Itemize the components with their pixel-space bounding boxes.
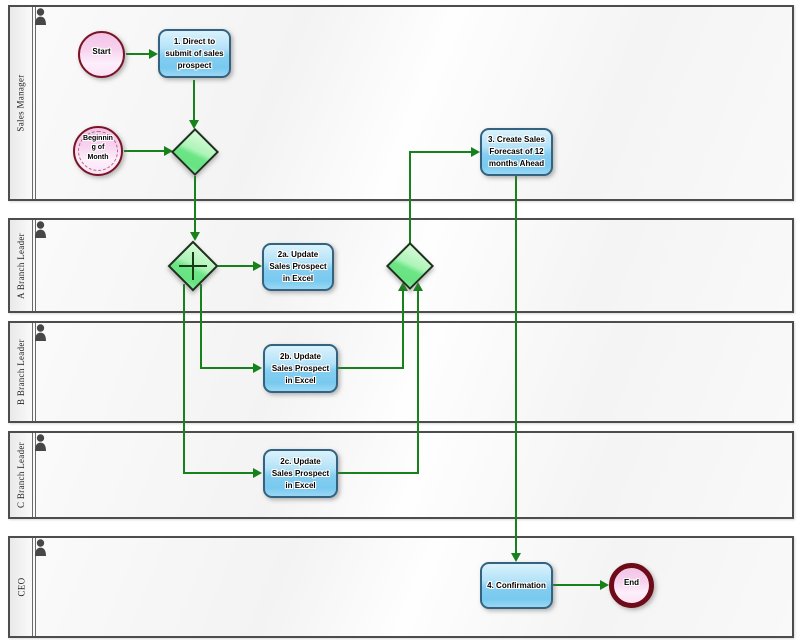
task-label: 2b. Update Sales Prospect in Excel (271, 351, 330, 385)
arrowhead (253, 468, 262, 478)
person-icon (35, 221, 46, 238)
arrowhead (190, 232, 200, 241)
task-label: 4. Confirmation (487, 580, 546, 590)
lane-label-ceo: CEO (10, 538, 33, 636)
task-2a-update-sales-prospect[interactable]: 2a. Update Sales Prospect in Excel (262, 243, 334, 291)
start-event-label: Start (92, 46, 111, 56)
task-4-confirmation[interactable]: 4. Confirmation (480, 562, 553, 609)
lane-label-c-branch-leader: C Branch Leader (10, 433, 33, 517)
flow-task2b-to-merge (337, 367, 404, 369)
arrowhead (413, 282, 423, 291)
lane-ceo: CEO (8, 536, 794, 638)
person-icon (35, 324, 46, 341)
arrowhead (164, 146, 173, 156)
timer-event-label: Beginnin g of Month (83, 134, 113, 161)
arrowhead (600, 580, 609, 590)
flow-parallel-to-task2b (200, 284, 202, 369)
lane-label-sales-manager: Sales Manager (10, 7, 33, 199)
lane-divider (35, 220, 36, 311)
flow-parallel-to-task2b (200, 367, 254, 369)
flow-task2c-to-merge (337, 472, 419, 474)
flow-timer-to-gateway1 (124, 150, 165, 152)
flow-task3-to-task4 (515, 176, 517, 554)
task-label: 2c. Update Sales Prospect in Excel (271, 456, 330, 490)
lane-divider (35, 538, 36, 636)
person-icon (35, 434, 46, 451)
timer-event-beginning-of-month[interactable]: Beginnin g of Month (73, 126, 123, 176)
task-2c-update-sales-prospect[interactable]: 2c. Update Sales Prospect in Excel (263, 449, 338, 498)
lane-sales-manager: Sales Manager (8, 5, 794, 201)
flow-merge-to-task3 (409, 151, 472, 153)
person-icon (35, 539, 46, 556)
lane-a-branch-leader: A Branch Leader (8, 218, 794, 313)
task-2b-update-sales-prospect[interactable]: 2b. Update Sales Prospect in Excel (263, 344, 338, 393)
task-3-create-sales-forecast[interactable]: 3. Create Sales Forecast of 12 months Ah… (480, 128, 553, 176)
plus-icon (192, 252, 194, 280)
task-label: 1. Direct to submit of sales prospect (165, 36, 224, 70)
flow-task1-to-gateway1 (193, 80, 195, 121)
lane-label-b-branch-leader: B Branch Leader (10, 323, 33, 421)
person-icon (35, 8, 46, 25)
arrowhead (253, 363, 262, 373)
start-event[interactable]: Start (78, 31, 125, 78)
task-label: 3. Create Sales Forecast of 12 months Ah… (488, 135, 545, 168)
lane-divider (35, 323, 36, 421)
arrowhead (189, 120, 199, 129)
end-event-label: End (623, 577, 640, 587)
lane-divider (35, 433, 36, 517)
lane-b-branch-leader: B Branch Leader (8, 321, 794, 423)
arrowhead (511, 553, 521, 562)
task-label: 2a. Update Sales Prospect in Excel (269, 250, 327, 283)
arrowhead (253, 261, 262, 271)
flow-start-to-task1 (126, 53, 150, 55)
flow-task2c-to-merge (417, 290, 419, 474)
flow-parallel-to-task2c (183, 284, 185, 474)
lane-label-a-branch-leader: A Branch Leader (10, 220, 33, 311)
lane-divider (35, 7, 36, 199)
flow-merge-to-task3 (409, 152, 411, 244)
flow-task4-to-end (553, 584, 601, 586)
flow-parallel-to-task2c (183, 472, 254, 474)
task-1-direct-to-submit[interactable]: 1. Direct to submit of sales prospect (158, 29, 231, 78)
arrowhead (398, 282, 408, 291)
flow-task2b-to-merge (402, 290, 404, 369)
arrowhead (149, 49, 158, 59)
end-event[interactable]: End (609, 563, 654, 608)
flow-parallel-to-task2a (218, 265, 254, 267)
flow-gateway1-to-parallel (194, 176, 196, 233)
timer-icon (78, 131, 118, 171)
lane-c-branch-leader: C Branch Leader (8, 431, 794, 519)
arrowhead (471, 147, 480, 157)
